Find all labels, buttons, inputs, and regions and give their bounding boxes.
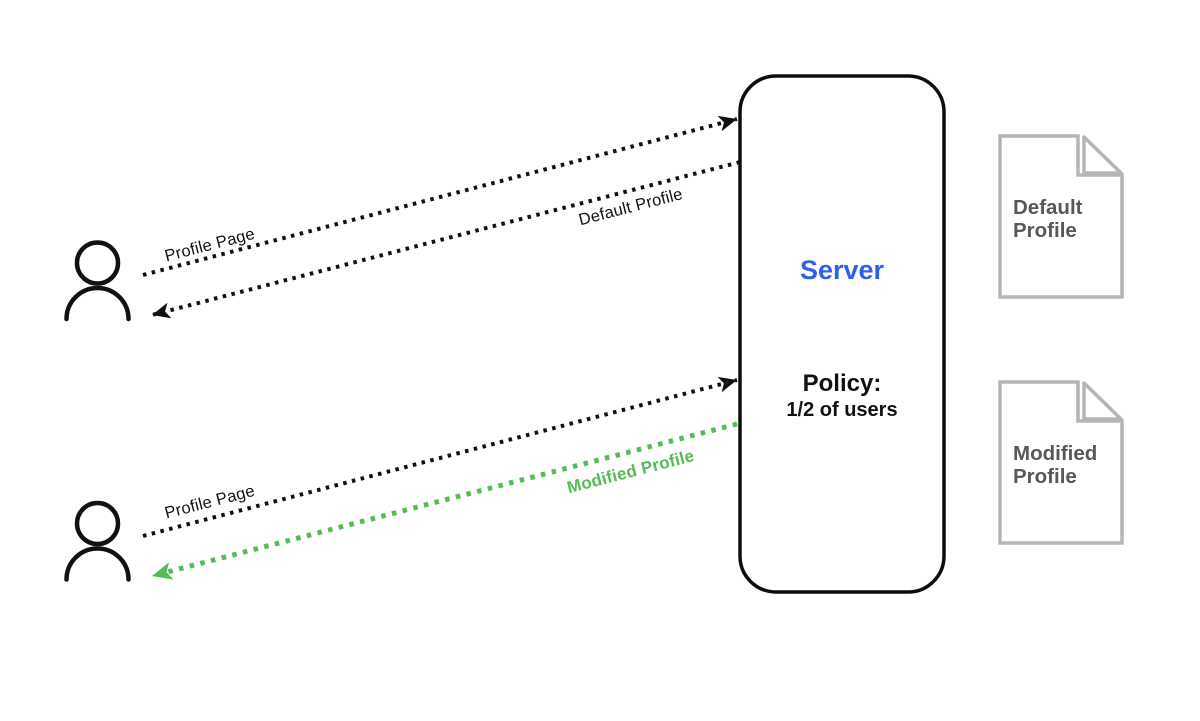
server-node: Server Policy: 1/2 of users bbox=[738, 74, 946, 594]
document-dog-ear-icon bbox=[998, 134, 1124, 299]
document-default-profile: Default Profile bbox=[998, 134, 1124, 299]
user-icon-top bbox=[64, 240, 131, 322]
document-fold-corner bbox=[1082, 381, 1123, 421]
document-dog-ear-icon bbox=[998, 380, 1124, 545]
label-bottom-request: Profile Page bbox=[163, 482, 257, 523]
label-top-response: Default Profile bbox=[577, 185, 685, 229]
document-label-line1: Default bbox=[1013, 196, 1083, 219]
user-head bbox=[74, 500, 121, 547]
arrow-bottom-response-green bbox=[151, 421, 738, 580]
user-icon-bottom bbox=[64, 500, 131, 582]
document-modified-profile: Modified Profile bbox=[998, 380, 1124, 545]
document-label-line2: Profile bbox=[1013, 465, 1077, 488]
server-policy-value: 1/2 of users bbox=[786, 399, 897, 421]
arrow-bottom-request bbox=[142, 376, 738, 538]
server-title: Server bbox=[800, 255, 885, 285]
document-label-line1: Modified bbox=[1013, 442, 1097, 465]
label-top-request: Profile Page bbox=[163, 225, 257, 266]
server-box bbox=[738, 74, 946, 594]
arrow-top-response bbox=[151, 160, 741, 319]
user-head bbox=[74, 240, 121, 286]
user-shoulders bbox=[64, 546, 131, 582]
server-policy-label: Policy: bbox=[803, 370, 882, 397]
document-fold-corner bbox=[1082, 135, 1123, 175]
user-shoulders bbox=[64, 285, 131, 322]
document-label-line2: Profile bbox=[1013, 219, 1077, 242]
arrow-top-request bbox=[142, 115, 738, 277]
